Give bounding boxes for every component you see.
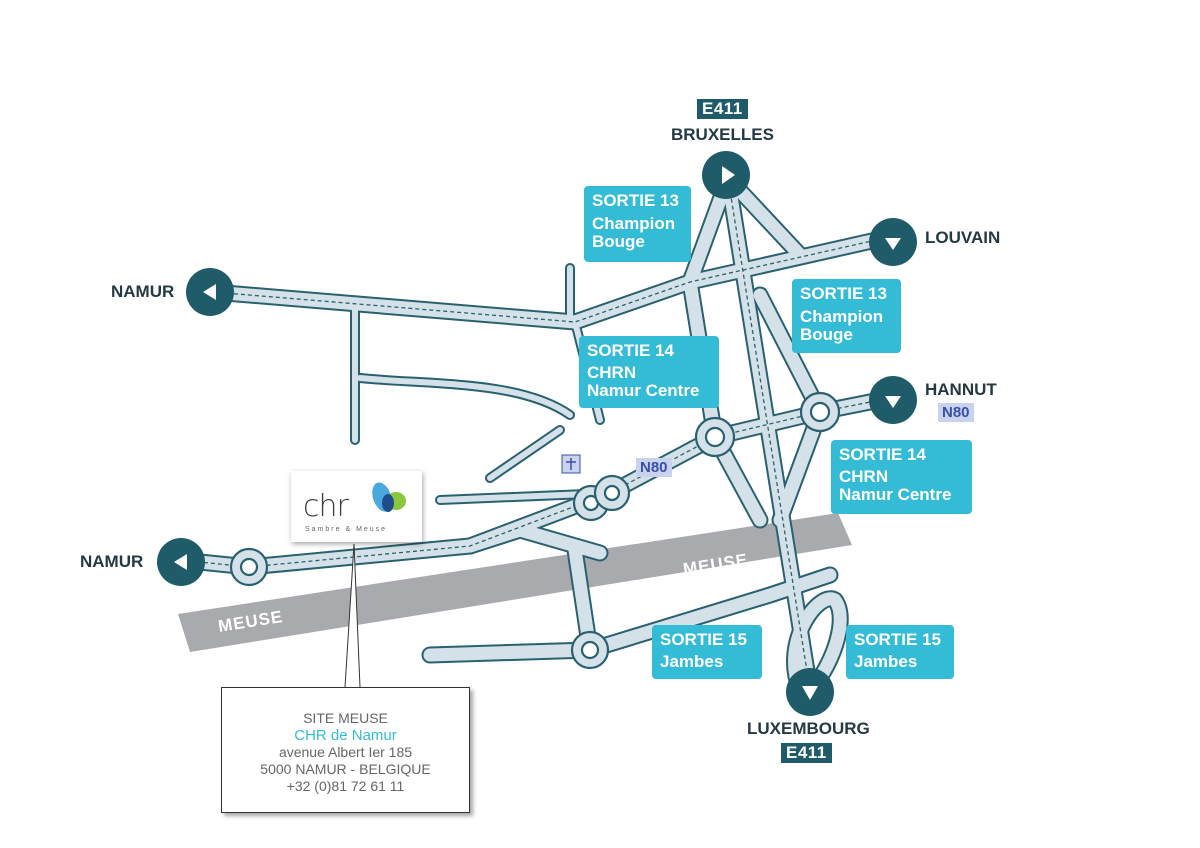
street-address: avenue Albert Ier 185: [278, 744, 413, 760]
arrow-louvain-icon: [869, 218, 917, 266]
exit-sortie15-left: SORTIE 15 Jambes: [652, 625, 762, 679]
road-network: [171, 169, 899, 699]
roundabout-namur: [229, 547, 269, 587]
roundabout-hannut: [799, 391, 841, 433]
e411-north-badge: E411: [697, 99, 748, 119]
city-namur-top: NAMUR: [111, 282, 175, 301]
phone-number: +32 (0)81 72 61 11: [286, 778, 405, 794]
arrow-namur-bottom-icon: [157, 538, 205, 586]
city-luxembourg: LUXEMBOURG: [747, 719, 870, 738]
roundabout-chrn: [694, 416, 736, 458]
church-icon: [561, 454, 581, 474]
exit-line: Bouge: [800, 325, 853, 344]
exit-sortie14-left: SORTIE 14 CHRN Namur Centre: [579, 336, 719, 408]
city-hannut: HANNUT: [925, 380, 997, 399]
exit-sortie14-right: SORTIE 14 CHRN Namur Centre: [831, 440, 972, 514]
exit-line: Namur Centre: [587, 381, 700, 400]
arrow-bruxelles-icon: [702, 151, 750, 199]
hospital-name: CHR de Namur: [294, 727, 397, 744]
roundabout-double: [572, 474, 631, 522]
site-label: SITE MEUSE: [303, 710, 388, 726]
exit-line: Jambes: [660, 652, 724, 671]
butterfly-icon: [372, 482, 406, 512]
city-namur-bottom: NAMUR: [80, 552, 144, 571]
logo-subtitle: Sambre & Meuse: [305, 526, 388, 533]
exit-line: Champion: [800, 307, 884, 326]
logo-text: chr: [303, 489, 349, 524]
arrow-namur-top-icon: [186, 268, 234, 316]
exit-line: Champion: [592, 214, 676, 233]
exit-line: Bouge: [592, 232, 645, 251]
exit-line: CHRN: [587, 363, 637, 382]
exit-title: SORTIE 15: [854, 630, 941, 649]
city-louvain: LOUVAIN: [925, 228, 1001, 247]
exit-title: SORTIE 14: [587, 341, 674, 360]
arrow-luxembourg-icon: [786, 668, 834, 716]
e411-south-badge: E411: [781, 743, 832, 763]
exit-sortie13-left: SORTIE 13 Champion Bouge: [584, 186, 691, 262]
exit-sortie13-right: SORTIE 13 Champion Bouge: [792, 279, 901, 353]
exit-sortie15-right: SORTIE 15 Jambes: [846, 625, 954, 679]
exit-line: Namur Centre: [839, 485, 952, 504]
exit-title: SORTIE 14: [839, 445, 926, 464]
exit-title: SORTIE 15: [660, 630, 747, 649]
meuse-river: [178, 513, 852, 652]
city-address: 5000 NAMUR - BELGIQUE: [260, 761, 431, 777]
address-info-box: SITE MEUSE CHR de Namur avenue Albert Ie…: [221, 687, 470, 813]
exit-title: SORTIE 13: [800, 284, 887, 303]
exit-line: Jambes: [854, 652, 918, 671]
arrow-hannut-icon: [869, 376, 917, 424]
exit-line: CHRN: [839, 467, 889, 486]
roundabout-jambes: [570, 630, 610, 670]
city-bruxelles: BRUXELLES: [671, 125, 774, 144]
exit-title: SORTIE 13: [592, 191, 679, 210]
n80-hannut-badge: N80: [938, 403, 974, 422]
n80-road-badge: N80: [636, 458, 672, 477]
pointer-line: [344, 543, 361, 688]
chr-logo: chr Sambre & Meuse: [291, 471, 422, 542]
